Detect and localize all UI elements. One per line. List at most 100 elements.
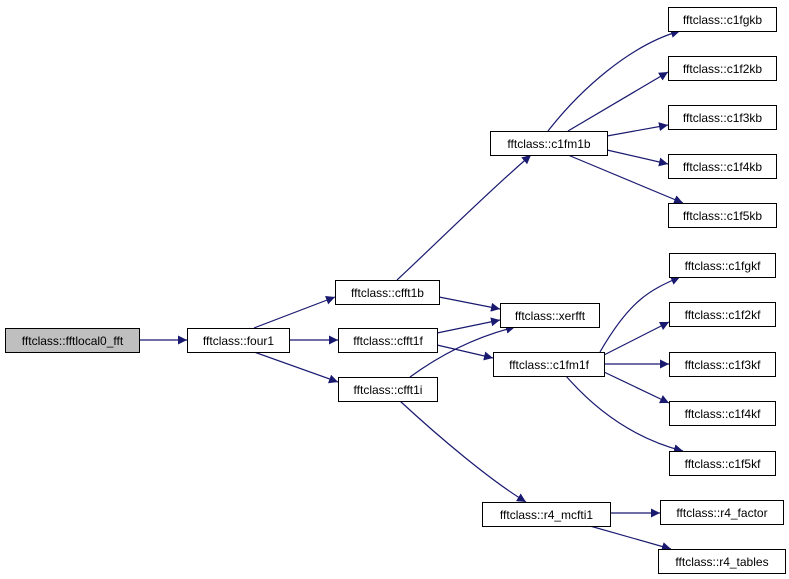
node-c1fm1f[interactable]: fftclass::c1fm1f [493,352,605,377]
node-label: fftclass::c1f2kf [685,308,761,322]
call-arrow [438,296,501,312]
node-cfft1f[interactable]: fftclass::cfft1f [338,328,438,353]
call-edges [139,29,684,551]
node-label: fftclass::c1fgkb [683,13,762,27]
node-c1f4kb[interactable]: fftclass::c1f4kb [668,154,777,179]
node-box[interactable] [669,451,776,476]
edge-cfft1i-r4-mcfti1 [399,400,527,503]
node-label: fftclass::fftlocal0_fft [22,334,124,348]
node-label: fftclass::cfft1f [353,334,423,348]
node-box[interactable] [482,502,611,527]
node-c1f3kf[interactable]: fftclass::c1f3kf [669,352,776,377]
edge-cfft1b-xerfft [438,296,501,312]
edge-c1fm1f-c1f5kf [565,375,684,454]
node-label: fftclass::c1f5kb [683,209,762,223]
node-label: fftclass::c1f3kf [685,358,761,372]
node-box[interactable] [658,549,786,574]
edge-c1fm1f-c1fgkf [599,276,681,353]
node-c1fgkb[interactable]: fftclass::c1fgkb [668,7,777,32]
node-box[interactable] [490,131,608,156]
node-box[interactable] [187,328,290,353]
node-box[interactable] [669,401,776,426]
node-label: fftclass::cfft1b [351,286,424,300]
call-arrow [603,371,670,404]
node-c1f3kb[interactable]: fftclass::c1f3kb [668,105,777,130]
call-arrow [606,149,669,167]
edge-cfft1i-xerfft [409,324,516,378]
node-label: fftclass::r4_tables [675,555,768,569]
node-box[interactable] [668,203,777,228]
node-r4-tables[interactable]: fftclass::r4_tables [658,549,786,574]
edge-four1-cfft1i [253,351,339,384]
node-label: fftclass::c1f4kf [685,407,761,421]
node-c1f5kb[interactable]: fftclass::c1f5kb [668,203,777,228]
call-arrow [567,71,669,132]
node-c1f2kf[interactable]: fftclass::c1f2kf [669,302,776,327]
node-label: fftclass::c1f4kb [683,160,762,174]
node-label: fftclass::xerfft [515,309,586,323]
node-label: fftclass::four1 [203,334,274,348]
edge-c1fm1b-c1f4kb [606,149,669,167]
node-box[interactable] [668,105,777,130]
node-xerfft[interactable]: fftclass::xerfft [500,303,600,328]
call-arrow [603,321,670,356]
node-box[interactable] [668,56,777,81]
call-arrow [436,317,501,334]
node-c1f4kf[interactable]: fftclass::c1f4kf [669,401,776,426]
call-arrow [253,296,336,329]
node-box[interactable] [338,328,438,353]
edge-r4-mcfti1-r4-tables [589,525,672,551]
call-arrow [606,122,669,137]
node-label: fftclass::c1fm1f [509,358,589,372]
node-r4-factor[interactable]: fftclass::r4_factor [660,500,784,525]
node-box[interactable] [668,7,777,32]
node-box[interactable] [660,500,784,525]
node-label: fftclass::c1f5kf [685,457,761,471]
call-arrow [409,324,516,378]
node-c1f5kf[interactable]: fftclass::c1f5kf [669,451,776,476]
edge-c1fm1b-c1f3kb [606,122,669,137]
node-box[interactable] [669,352,776,377]
node-label: fftclass::c1f3kb [683,111,762,125]
node-cfft1i[interactable]: fftclass::cfft1i [338,377,438,402]
node-box[interactable] [669,302,776,327]
node-label: fftclass::r4_mcfti1 [500,508,593,522]
edge-cfft1f-c1fm1f [436,344,494,361]
call-arrow [253,351,339,384]
call-arrow [396,154,532,281]
node-fftlocal0-fft[interactable]: fftclass::fftlocal0_fft [5,328,140,353]
call-arrow [589,525,672,551]
node-label: fftclass::cfft1i [354,383,423,397]
edge-c1fm1f-c1f2kf [603,321,670,356]
edge-c1fm1b-c1f5kb [567,154,684,204]
node-box[interactable] [5,328,140,353]
node-box[interactable] [669,253,776,278]
node-label: fftclass::c1fgkf [685,259,761,273]
edge-cfft1f-xerfft [436,317,501,334]
node-c1f2kb[interactable]: fftclass::c1f2kb [668,56,777,81]
call-arrow [565,375,684,454]
edge-c1fm1b-c1f2kb [567,71,669,132]
node-box[interactable] [335,280,440,305]
node-four1[interactable]: fftclass::four1 [187,328,290,353]
node-c1fgkf[interactable]: fftclass::c1fgkf [669,253,776,278]
node-box[interactable] [668,154,777,179]
node-label: fftclass::c1f2kb [683,62,762,76]
node-box[interactable] [493,352,605,377]
call-arrow [436,344,494,361]
call-arrow [567,154,684,204]
edge-c1fm1f-c1f4kf [603,371,670,404]
node-r4-mcfti1[interactable]: fftclass::r4_mcfti1 [482,502,611,527]
edge-cfft1b-c1fm1b [396,154,532,281]
call-arrow [599,276,681,353]
node-box[interactable] [500,303,600,328]
node-cfft1b[interactable]: fftclass::cfft1b [335,280,440,305]
node-c1fm1b[interactable]: fftclass::c1fm1b [490,131,608,156]
node-box[interactable] [338,377,438,402]
call-arrow [399,400,527,503]
call-arrow [547,29,681,132]
node-label: fftclass::r4_factor [676,506,767,520]
edge-four1-cfft1b [253,296,336,329]
